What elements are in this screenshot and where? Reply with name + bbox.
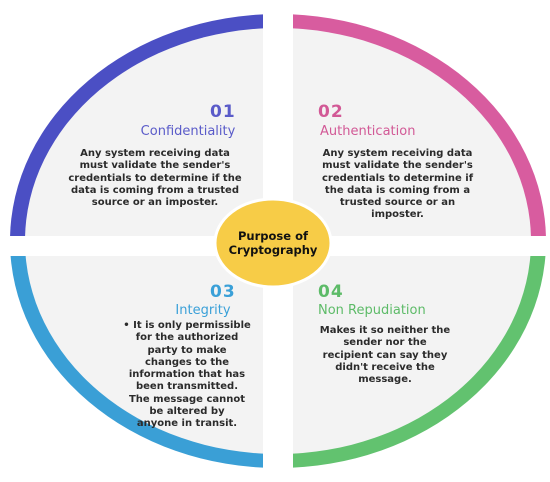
non-repudiation-number: 04	[318, 282, 344, 302]
confidentiality-line: data is coming from a trusted	[71, 184, 239, 196]
non-repudiation-title: Non Repudiation	[318, 303, 426, 318]
non-repudiation-description: Makes it so neither the sender nor the r…	[300, 325, 470, 386]
authentication-panel	[293, 28, 531, 236]
non-repudiation-line: recipient can say they	[322, 349, 448, 361]
confidentiality-number: 01	[210, 102, 236, 122]
non-repudiation-panel	[293, 256, 531, 454]
center-label-line-1: Purpose of	[238, 229, 308, 243]
integrity-line: The message cannot	[128, 393, 246, 405]
authentication-line: must validate the sender's	[322, 160, 473, 172]
center-circle	[213, 197, 333, 289]
center-label-line-2: Cryptography	[228, 243, 318, 257]
confidentiality-line: credentials to determine if the	[68, 172, 242, 184]
authentication-line: Any system receiving data	[322, 148, 473, 159]
integrity-number: 03	[210, 282, 236, 302]
center-label: Purpose of Cryptography	[208, 197, 338, 289]
integrity-line: for the authorized	[135, 332, 239, 344]
confidentiality-title: Confidentiality	[140, 124, 236, 139]
authentication-line: the data is coming from a	[324, 184, 471, 196]
authentication-line: credentials to determine if	[321, 172, 474, 184]
integrity-line: changes to the	[144, 356, 230, 368]
integrity-line: anyone in transit.	[136, 418, 238, 430]
integrity-line: information that has	[128, 369, 246, 381]
integrity-line: party to make	[147, 344, 227, 356]
authentication-line: trusted source or an	[339, 197, 456, 209]
non-repudiation-line: sender nor the	[343, 337, 427, 349]
integrity-line: • It is only permissible	[123, 320, 251, 331]
authentication-line: imposter.	[371, 209, 424, 221]
confidentiality-line: Any system receiving data	[80, 148, 230, 159]
integrity-panel	[25, 256, 263, 454]
non-repudiation-line: message.	[358, 374, 412, 386]
integrity-line: be altered by	[149, 406, 225, 418]
confidentiality-line: source or an imposter.	[91, 197, 219, 209]
confidentiality-line: must validate the sender's	[79, 160, 231, 172]
authentication-title: Authentication	[320, 124, 416, 139]
non-repudiation-line: didn't receive the	[335, 361, 435, 373]
integrity-line: been transmitted.	[135, 381, 238, 393]
integrity-title: Integrity	[175, 303, 231, 318]
authentication-description: Any system receiving data must validate …	[300, 148, 495, 222]
confidentiality-description: Any system receiving data must validate …	[50, 148, 260, 209]
authentication-number: 02	[318, 102, 344, 122]
integrity-description: • It is only permissible for the authori…	[112, 320, 262, 431]
non-repudiation-line: Makes it so neither the	[319, 325, 451, 336]
confidentiality-panel	[25, 28, 263, 236]
